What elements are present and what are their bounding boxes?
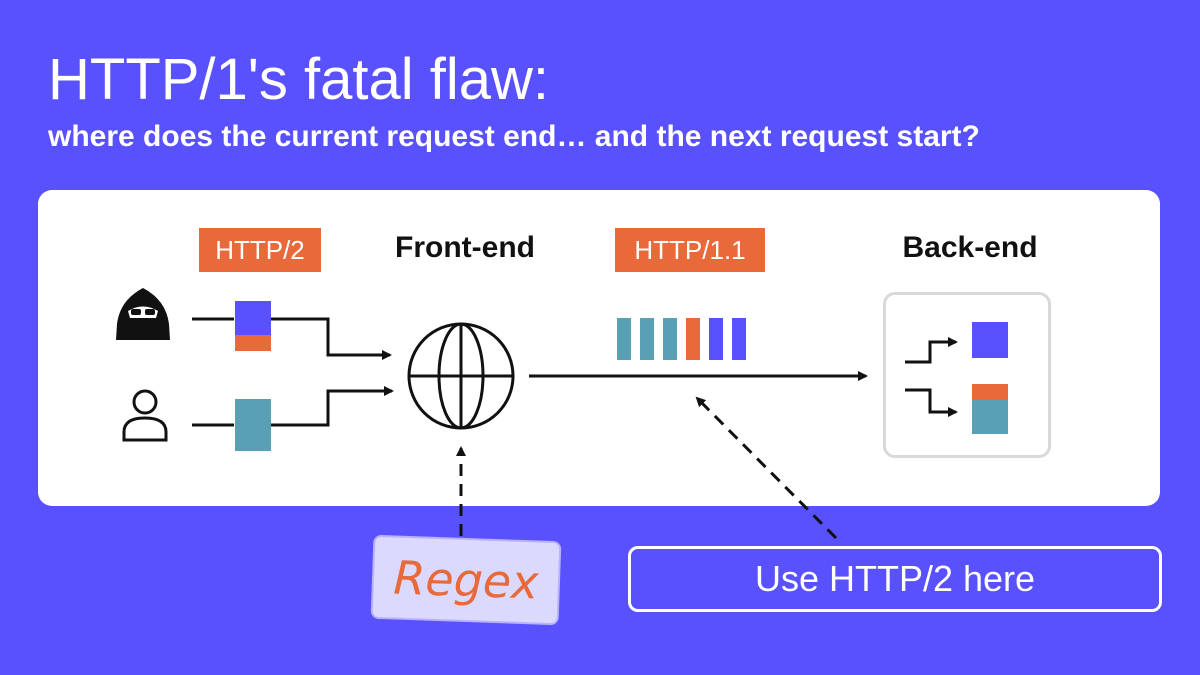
back-end-label: Back-end bbox=[902, 231, 1038, 264]
backend-upper-arrow bbox=[905, 337, 958, 364]
page-subtitle: where does the current request end… and … bbox=[48, 120, 980, 153]
backend-smuggled-prefix bbox=[972, 384, 1008, 400]
back-end-server-box bbox=[883, 292, 1051, 458]
http11-stream bbox=[617, 318, 746, 360]
backend-request-two bbox=[972, 400, 1008, 434]
user-packet bbox=[235, 399, 271, 451]
callout-dashed-arrow bbox=[695, 396, 838, 540]
stream-packet bbox=[732, 318, 746, 360]
http2-tag: HTTP/2 bbox=[199, 228, 321, 272]
hacker-icon bbox=[116, 288, 170, 340]
page-title: HTTP/1's fatal flaw: bbox=[48, 47, 549, 112]
user-icon bbox=[122, 389, 168, 442]
globe-icon bbox=[407, 322, 515, 430]
user-arrow bbox=[271, 386, 394, 427]
stream-packet bbox=[617, 318, 631, 360]
front-end-label: Front-end bbox=[395, 231, 535, 264]
backend-lower-arrow bbox=[905, 388, 958, 417]
attacker-packet-top bbox=[235, 301, 271, 335]
stream-packet bbox=[663, 318, 677, 360]
http11-tag: HTTP/1.1 bbox=[615, 228, 765, 272]
stream-packet bbox=[640, 318, 654, 360]
attacker-arrow bbox=[271, 317, 392, 360]
regex-note: Regex bbox=[370, 534, 562, 626]
stream-packet bbox=[686, 318, 700, 360]
attacker-packet-smuggled bbox=[235, 335, 271, 351]
use-http2-callout: Use HTTP/2 here bbox=[628, 546, 1162, 612]
stream-packet bbox=[709, 318, 723, 360]
backend-request-one bbox=[972, 322, 1008, 358]
